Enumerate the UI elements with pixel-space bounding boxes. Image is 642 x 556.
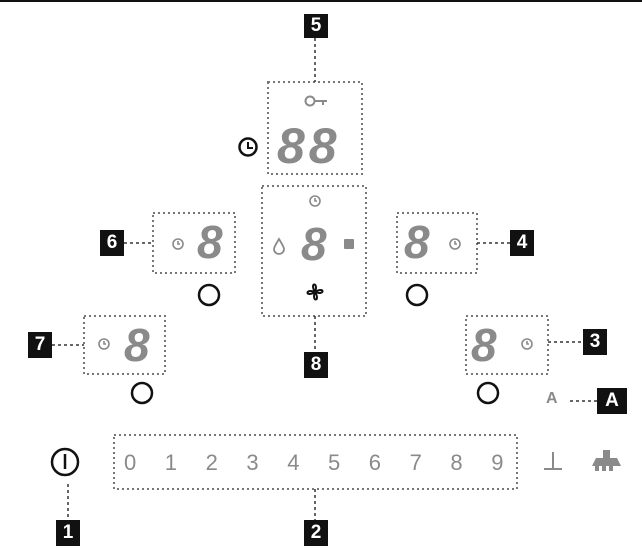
slider-level-1[interactable]: 1 <box>164 450 178 475</box>
knob-icon <box>405 283 429 307</box>
slider-level-8[interactable]: 8 <box>450 450 463 475</box>
slider-level-3[interactable]: 3 <box>246 450 259 475</box>
slider-level-2[interactable]: 2 <box>205 450 218 475</box>
left-upper-zone-digit: 8 <box>197 216 223 268</box>
right-upper-zone-digit: 8 <box>404 216 430 268</box>
display-box-8 <box>261 185 367 317</box>
callout-4: 4 <box>510 230 534 256</box>
callout-2: 2 <box>304 520 328 546</box>
center-zone-digit: 8 <box>301 218 327 270</box>
timer-icon <box>521 338 533 350</box>
clock-icon <box>238 137 258 157</box>
water-drop-icon <box>273 237 285 255</box>
hood-icon <box>592 450 621 471</box>
callout-8: 8 <box>304 352 328 378</box>
timer-icon <box>172 238 184 250</box>
slider-level-4[interactable]: 4 <box>287 450 300 475</box>
knob-icon <box>476 381 500 405</box>
callout-A: A <box>597 388 627 414</box>
knob-icon <box>130 381 154 405</box>
callout-6: 6 <box>100 230 124 256</box>
fan-icon <box>306 283 324 301</box>
display-box-3 <box>465 315 549 375</box>
slider-level-0[interactable]: 0 <box>124 450 137 475</box>
square-icon <box>344 239 354 249</box>
power-icon <box>50 447 80 477</box>
knob-icon <box>197 283 221 307</box>
callout-7: 7 <box>28 332 52 358</box>
slider-level-5[interactable]: 5 <box>328 450 341 475</box>
display-box-7 <box>83 315 166 375</box>
slider-level-6[interactable]: 6 <box>368 450 382 475</box>
slider-box-2 <box>113 434 518 490</box>
right-lower-zone-digit: 8 <box>471 319 497 371</box>
perpendicular-icon <box>544 452 562 470</box>
auto-letter: A <box>546 390 558 407</box>
display-box-6 <box>152 212 236 274</box>
callout-1: 1 <box>56 520 80 546</box>
timer-icon <box>98 338 110 350</box>
timer-icon <box>309 195 321 207</box>
slider-level-9[interactable]: 9 <box>491 450 504 475</box>
top-display-digits: 88 <box>277 118 341 174</box>
key-icon <box>304 95 327 107</box>
slider-level-7[interactable]: 7 <box>409 450 422 475</box>
left-lower-zone-digit: 8 <box>124 319 150 371</box>
callout-3: 3 <box>583 329 607 355</box>
callout-5: 5 <box>304 14 328 38</box>
timer-icon <box>449 238 461 250</box>
